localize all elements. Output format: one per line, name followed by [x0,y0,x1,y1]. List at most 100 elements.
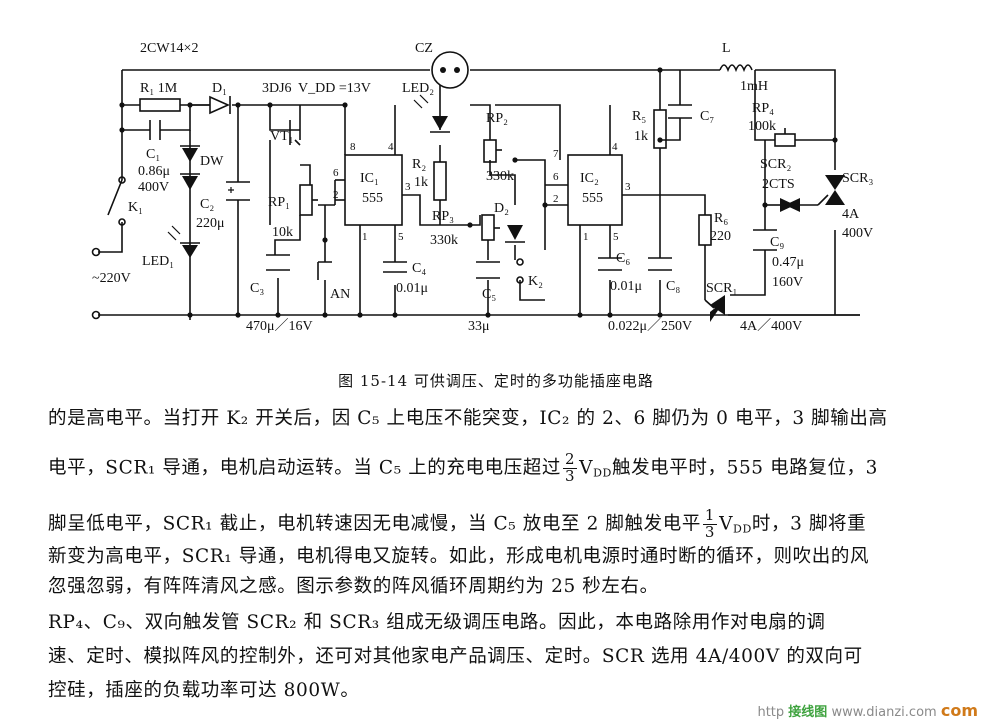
label-c4: C₄ [412,261,426,276]
body-line-1: 的是高电平。当打开 K₂ 开关后，因 C₅ 上电压不能突变，IC₂ 的 2、6 … [48,408,888,429]
potentiometer-rp3 [481,214,500,241]
label-c6: C₆ [616,251,630,266]
label-l: L [722,41,731,56]
label-c9-value: 0.47μ [772,255,804,270]
label-rp2: RP₂ [486,111,508,126]
label-rp2-value: 330k [486,169,514,184]
label-rp1: RP₁ [268,195,290,210]
transistor-vt1 [289,120,301,146]
label-c9-voltage: 160V [772,275,803,290]
pin-ic1-4: 4 [388,141,394,153]
pin-ic1-6: 6 [333,167,339,179]
label-d1: D₁ [212,81,227,96]
resistor-r5 [653,109,667,149]
capacitor-c6 [598,257,622,271]
pin-ic1-8: 8 [350,141,356,153]
label-rp1-value: 10k [272,225,293,240]
label-r2: R₂ [412,157,426,172]
body-line-2a: 电平，SCR₁ 导通，电机启动运转。当 C₅ 上的充电电压超过 [48,457,561,479]
label-r1: R₁ 1M [140,81,178,96]
pin-ic2-1: 1 [583,231,589,243]
diode-d1 [209,95,231,115]
label-ic1: IC₁ [360,171,379,186]
zener-dw [180,145,200,190]
figure-caption: 图 15-14 可供调压、定时的多功能插座电路 [338,372,654,390]
label-ic1-type: 555 [362,191,383,206]
watermark-prefix: http [757,705,785,720]
label-c9: C₉ [770,235,784,250]
label-k2: K₂ [528,274,543,289]
circuit-schematic: 2CW14×2 CZ L 1mH R₁ 1M D₁ 3DJ6 V_DD =13V… [91,41,873,334]
body-line-8: 控硅，插座的负载功率可达 800W。 [48,680,360,701]
label-c1-value: 0.86μ [138,164,170,179]
pin-ic1-1: 1 [362,231,368,243]
vdd-symbol: V [579,457,594,479]
label-led2: LED₂ [402,81,434,96]
watermark-site: www.dianzi.com [831,705,937,720]
label-c1: C₁ [146,147,160,162]
body-line-7: 速、定时、模拟阵风的控制外，还可对其他家电产品调压、定时。SCR 选用 4A/4… [48,646,863,667]
diode-d2 [505,225,525,243]
pin-ic2-6: 6 [553,171,559,183]
body-line-4: 新变为高电平，SCR₁ 导通，电机得电又旋转。如此，形成电机电源时通时断的循环，… [48,546,870,567]
label-k1: K₁ [128,200,143,215]
label-r2-value: 1k [414,175,428,190]
body-line-3a: 脚呈低电平，SCR₁ 截止，电机转速因无电减慢，当 C₅ 放电至 2 脚触发电平 [48,513,701,535]
label-ac: ~220V [92,271,131,286]
body-line-2c: 触发电平时，555 电路复位，3 [611,457,879,479]
label-r6-value: 220 [710,229,731,244]
label-c2-value: 220μ [196,216,225,231]
vdd-subscript-2: DD [733,522,752,536]
label-ic2-type: 555 [582,191,603,206]
watermark: http 接线图 www.dianzi.com com [757,701,978,720]
label-an: AN [330,287,350,302]
label-c1-voltage: 400V [138,180,169,195]
label-c3: C₃ [250,281,264,296]
switch-k1 [118,176,126,226]
capacitor-c5 [476,261,500,279]
vdd-symbol-2: V [719,513,734,535]
watermark-brand: 接线图 [788,705,828,720]
body-line-3: 脚呈低电平，SCR₁ 截止，电机转速因无电减慢，当 C₅ 放电至 2 脚触发电平… [48,506,948,541]
ic-ic1 [344,154,403,226]
label-rp4: RP₄ [752,101,774,116]
capacitor-c8 [648,257,672,271]
label-r5-value: 1k [634,129,648,144]
triac-scr3 [817,175,845,206]
label-scr2: SCR₂ [760,157,791,172]
label-vdd: V_DD =13V [298,81,371,96]
label-rp3: RP₃ [432,209,454,224]
potentiometer-rp2 [483,139,502,163]
label-c8: C₈ [666,279,680,294]
label-rp3-value: 330k [430,233,458,248]
label-c7: C₇ [700,109,714,124]
junctions [119,67,838,318]
resistor-r6 [698,214,712,246]
label-cz: CZ [415,41,433,56]
capacitor-c1 [149,120,161,140]
potentiometer-rp1 [299,184,318,216]
pin-ic1-2: 2 [333,189,339,201]
switch-an [317,255,332,280]
label-c3-spec: 470μ／16V [246,318,313,334]
switch-k2 [516,258,524,284]
label-c2: C₂ [200,197,214,212]
pin-ic2-3: 3 [625,181,631,193]
label-d2: D₂ [494,201,509,216]
body-line-3c: 时，3 脚将重 [751,513,867,535]
resistor-r1 [139,98,181,112]
label-scr1: SCR₁ [706,281,737,296]
label-r5: R₅ [632,109,646,124]
label-c5: C₅ [482,287,496,302]
label-c8-spec: 0.022μ／250V [608,318,692,334]
label-dw: DW [200,154,224,169]
ic-ic2 [567,154,623,226]
body-line-5: 忽强忽弱，有阵阵清风之感。图示参数的阵风循环周期约为 25 秒左右。 [48,576,659,597]
wiring [98,69,860,320]
pin-ic2-7: 7 [553,148,559,160]
label-led1: LED₁ [142,254,174,269]
schematic-labels: 2CW14×2 CZ L 1mH R₁ 1M D₁ 3DJ6 V_DD =13V… [92,41,873,334]
inductor-l [719,64,753,73]
